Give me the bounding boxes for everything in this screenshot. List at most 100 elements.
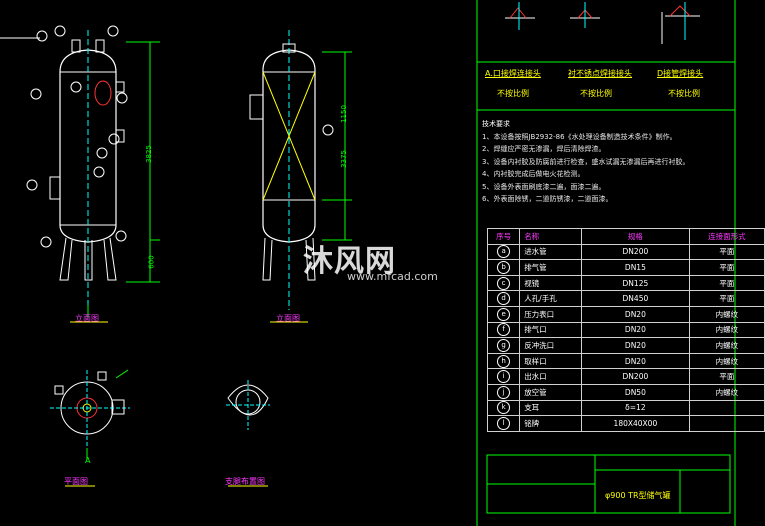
front-total-dimension: 3825 [144,145,153,163]
detail-header-c: D接管焊接头 [657,69,704,78]
item-marker: b [497,260,511,274]
side-view-label: 立面图 [276,314,300,323]
cell-name: 排气口 [519,321,582,339]
item-marker: h [497,354,511,368]
note-line: 3、设备内衬胶及防腐前进行检查，盛水试漏无渗漏后再进行衬胶。 [482,157,690,166]
cell-no: i [486,368,521,385]
cell-name: 人孔/手孔 [519,290,582,307]
detail-header-b: 衬不锈点焊接接头 [568,69,632,78]
cell-face: 内螺纹 [688,305,765,323]
cell-name: 放空管 [519,383,582,401]
table-header: 序号 [486,228,521,245]
cell-face: 内螺纹 [688,321,765,339]
cell-no: l [486,415,521,432]
cell-name: 压力表口 [519,305,582,323]
cell-spec: DN20 [580,305,690,323]
cell-spec: DN20 [580,337,690,354]
leg-layout-view [226,380,270,487]
front-elevation [49,30,160,323]
plan-view-label: 平面图 [64,477,88,486]
cell-face: 平面 [688,368,765,385]
cell-no: f [486,321,521,339]
table-header: 连接面形式 [688,228,765,245]
item-marker: g [497,338,511,352]
cell-spec: DN200 [580,243,690,261]
drawing-title: φ900 TR型储气罐 [605,491,671,500]
cell-no: g [486,337,521,354]
notes-title: 技术要求 [482,120,510,128]
detail-scale-a: 不按比例 [497,89,529,98]
cell-spec: DN20 [580,352,690,370]
cell-face: 内螺纹 [688,337,765,354]
section-a-label: A [85,456,91,465]
cell-name: 排气管 [519,259,582,276]
side-elevation [249,30,352,323]
cell-face [688,399,765,417]
item-marker: d [497,292,511,306]
cell-spec: DN125 [580,274,690,292]
detail-scale-b: 不按比例 [580,89,612,98]
cell-no: d [486,290,521,307]
drawing-frame [0,0,736,526]
watermark-brand: 沐风网 [303,244,396,279]
item-marker: f [497,323,511,337]
note-line: 1、本设备按照JB2932-86《水处理设备制造技术条件》制作。 [482,132,677,141]
table-header-row: 序号 名称 规格 连接面形式 [486,228,765,245]
cell-face: 内螺纹 [688,383,765,401]
cell-no: b [486,259,521,276]
cell-face: 平面 [688,274,765,292]
cell-name: 铭牌 [519,415,582,432]
cell-face: 平面 [688,259,765,276]
front-callouts [26,25,128,248]
detail-scale-c: 不按比例 [668,89,700,98]
item-marker: c [497,276,511,290]
cell-no: e [486,305,521,323]
item-marker: i [497,370,511,384]
plan-view [50,369,130,487]
cell-no: k [486,399,521,417]
front-leg-dimension: 600 [147,255,156,269]
cell-name: 取样口 [519,352,582,370]
cell-spec: DN50 [580,383,690,401]
leg-view-label: 支腿布置图 [225,477,265,486]
cell-face: 平面 [688,243,765,261]
item-marker: e [497,307,511,321]
cell-name: 视镜 [519,274,582,292]
note-line: 5、设备外表面刷底漆二遍，面漆二遍。 [482,182,606,191]
cell-spec: DN20 [580,321,690,339]
cell-name: 支耳 [519,399,582,417]
side-top-dimension: 1150 [339,105,348,123]
cell-no: c [486,274,521,292]
front-view-label: 立面图 [75,314,99,323]
cell-spec: DN15 [580,259,690,276]
title-block [486,454,731,514]
cell-no: h [486,352,521,370]
note-line: 4、内衬胶完成后做电火花检测。 [482,170,585,178]
cell-face: 内螺纹 [688,352,765,370]
cell-face [688,415,765,432]
note-line: 6、外表面除锈，二道防锈漆，二道面漆。 [482,195,613,203]
item-marker: l [497,416,511,430]
cell-face: 平面 [688,290,765,307]
detail-header-a: A.口接焊连接头 [485,69,541,78]
detail-sketches [505,2,700,44]
watermark-url: www.mfcad.com [347,270,438,283]
cell-no: j [486,383,521,401]
side-total-dimension: 3375 [339,150,348,168]
cell-spec: DN450 [580,290,690,307]
cell-spec: δ=12 [580,399,690,417]
cell-name: 出水口 [519,368,582,385]
cell-no: a [486,243,521,261]
